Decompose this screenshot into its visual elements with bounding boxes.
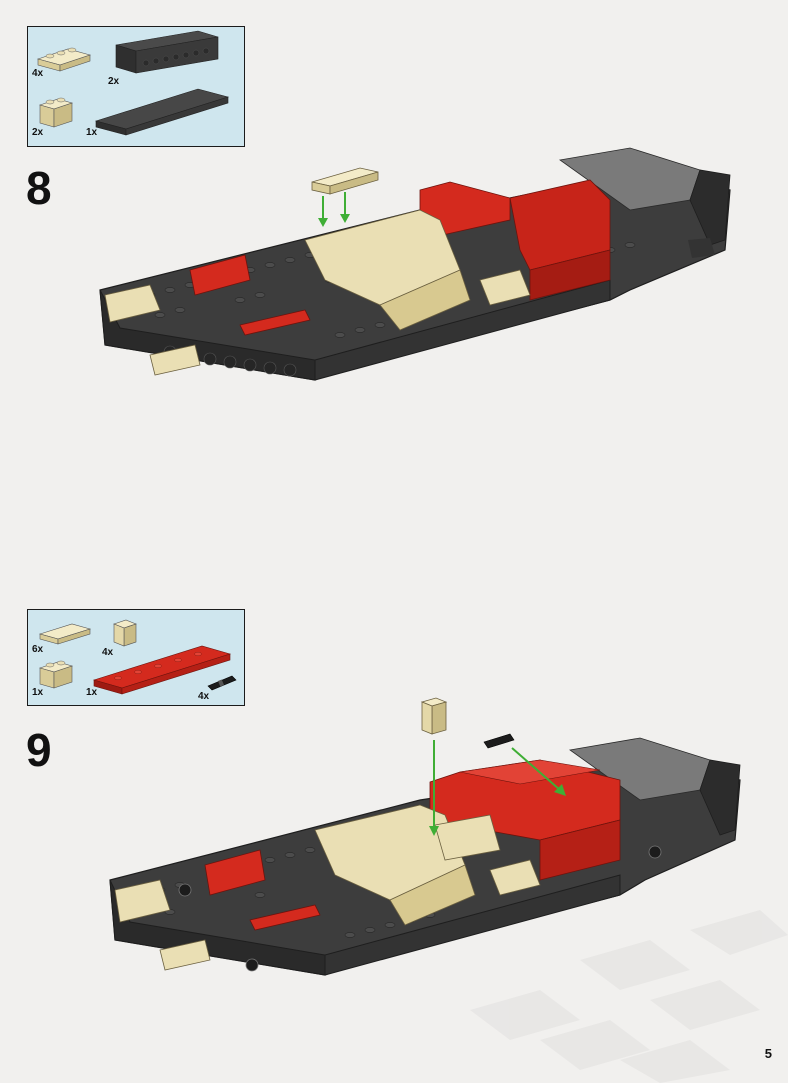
step-8-model-illustration [99,147,731,381]
dark-gray-technic-brick-1x8-icon [115,30,219,74]
step-number: 8 [26,162,52,214]
tan-bracket-1x1-icon [113,619,137,647]
step-8-parts-box: 4x 2x 2x 1x [27,26,245,147]
tan-tile-1x2-icon [38,623,92,645]
step-number: 9 [26,724,52,776]
qty-label: 1x [86,127,98,138]
step-9-model-illustration [109,697,741,976]
red-plate-2x10-icon [92,645,232,695]
qty-label: 4x [102,647,114,658]
step-9-parts-box: 6x 4x 1x 1x 4x [27,609,245,706]
qty-label: 1x [86,687,98,698]
page-number: 5 [764,1046,772,1061]
tan-plate-1x3-icon [36,47,92,72]
tan-brick-1x2-icon [38,97,74,128]
black-technic-pin-icon [207,675,237,691]
tan-brick-1x2-icon [38,660,74,689]
qty-label: 2x [108,76,120,87]
qty-label: 4x [32,68,44,79]
qty-label: 2x [32,127,44,138]
qty-label: 4x [198,691,210,702]
qty-label: 6x [32,644,44,655]
dark-gray-plate-2x8-icon [94,88,230,136]
qty-label: 1x [32,687,44,698]
